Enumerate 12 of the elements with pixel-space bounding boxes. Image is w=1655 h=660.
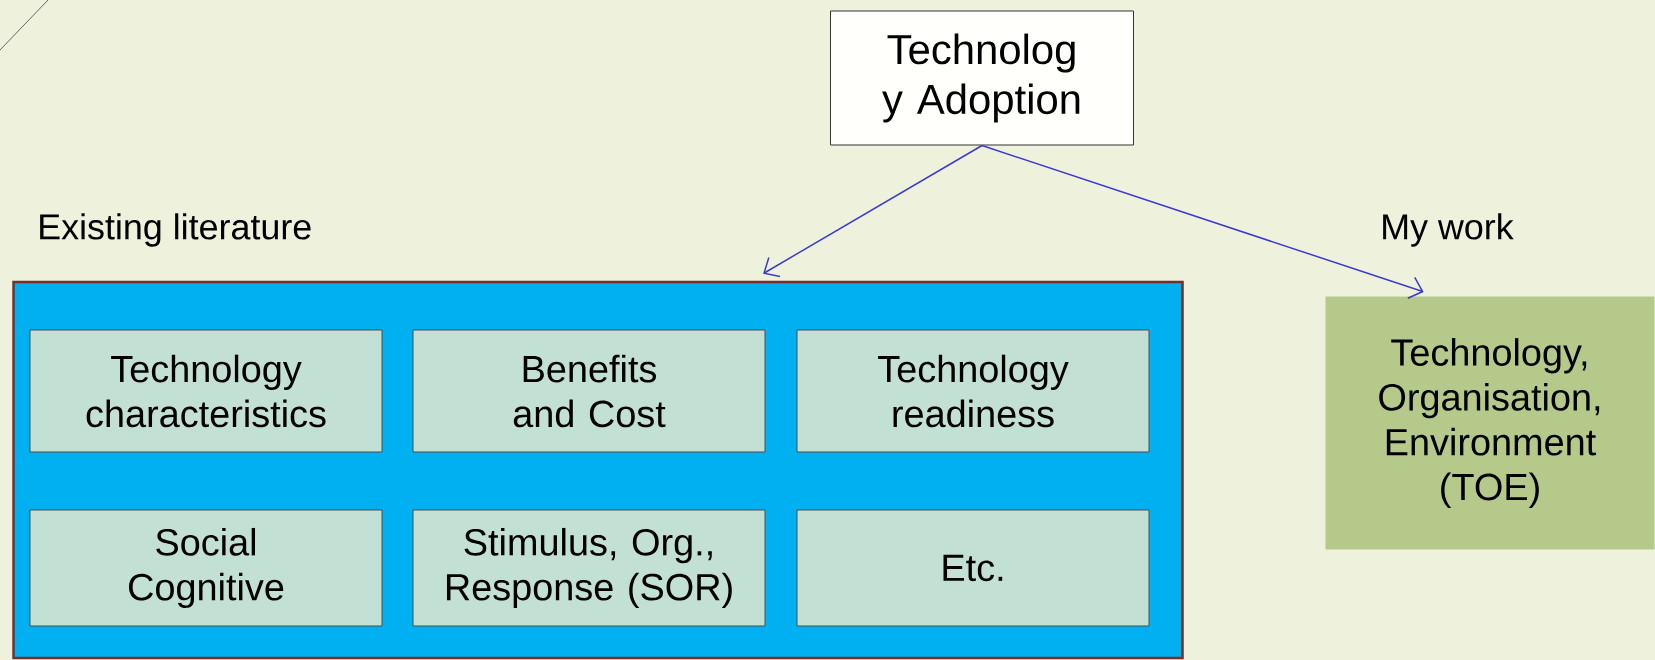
arrow	[981, 144, 1424, 299]
title-box: Technolog y Adoption	[830, 10, 1134, 146]
factor-box: Technology readiness	[796, 329, 1150, 453]
section-label: My work	[1383, 213, 1514, 247]
factor-box: Social Cognitive	[29, 509, 383, 627]
section-label: Existing literature	[40, 213, 311, 247]
factor-box: Etc.	[796, 509, 1150, 627]
factor-box: Technology characteristics	[29, 329, 383, 453]
factor-box: Stimulus, Org., Response (SOR)	[412, 509, 766, 627]
framework-box: Technology, Organisation, Environment (TOE)	[1325, 296, 1655, 550]
arrow	[763, 144, 983, 278]
factor-box: Benefits and Cost	[412, 329, 766, 453]
